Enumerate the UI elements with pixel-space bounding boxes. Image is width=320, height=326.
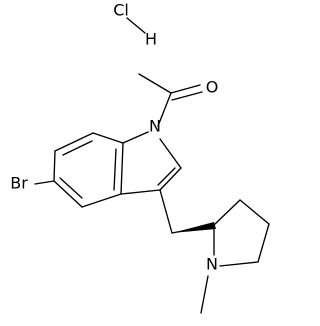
benzene-bond-a (92, 132, 124, 144)
molecular-structure-canvas: Cl H O N Br (10, 0, 270, 314)
indole-c2-c3-bond (159, 167, 182, 191)
hydrogen-label: H (145, 30, 157, 49)
acetyl-nitrogen-bond (157, 92, 172, 127)
pyrrolidine-bond-c (257, 223, 270, 263)
benzene-inner-bond-b (59, 177, 83, 199)
n-methyl-bond (200, 275, 209, 314)
indole-n-c2-bond (159, 138, 182, 169)
indole-c3-c3a-bond (120, 189, 161, 195)
benzene-bond-f (120, 142, 124, 195)
benzene-bond-d (53, 180, 83, 208)
bromine-bond (34, 180, 55, 185)
bromine-label: Br (10, 174, 28, 193)
benzene-bond-e (81, 193, 122, 208)
benzene-bond-c (53, 150, 56, 182)
oxygen-label: O (206, 78, 219, 97)
indole-nitrogen-label: N (149, 117, 161, 136)
benzene-inner-bond-c (113, 148, 117, 191)
hcl-bond (126, 17, 146, 34)
molecule-drawing: Cl H O N Br (10, 1, 270, 314)
carbonyl-double-bond-outer (170, 84, 201, 94)
stereo-wedge-bond (172, 222, 216, 233)
pyrrolidine-bond-a (213, 199, 241, 226)
acetyl-methyl-bond (138, 73, 172, 94)
carbonyl-double-bond-inner (171, 91, 203, 101)
benzene-bond-b (54, 132, 94, 152)
side-chain-methylene-bond (159, 189, 173, 234)
pyrrolidine-bond-b (239, 199, 270, 225)
benzene-inner-bond-a (62, 140, 93, 156)
indole-n-c7a-bond (122, 131, 149, 144)
indole-c2-c3-double-bond (157, 167, 176, 186)
pyrrolidine-bond-d (219, 261, 259, 267)
pyrrolidine-nitrogen-label: N (206, 255, 218, 274)
chlorine-label: Cl (113, 1, 129, 20)
